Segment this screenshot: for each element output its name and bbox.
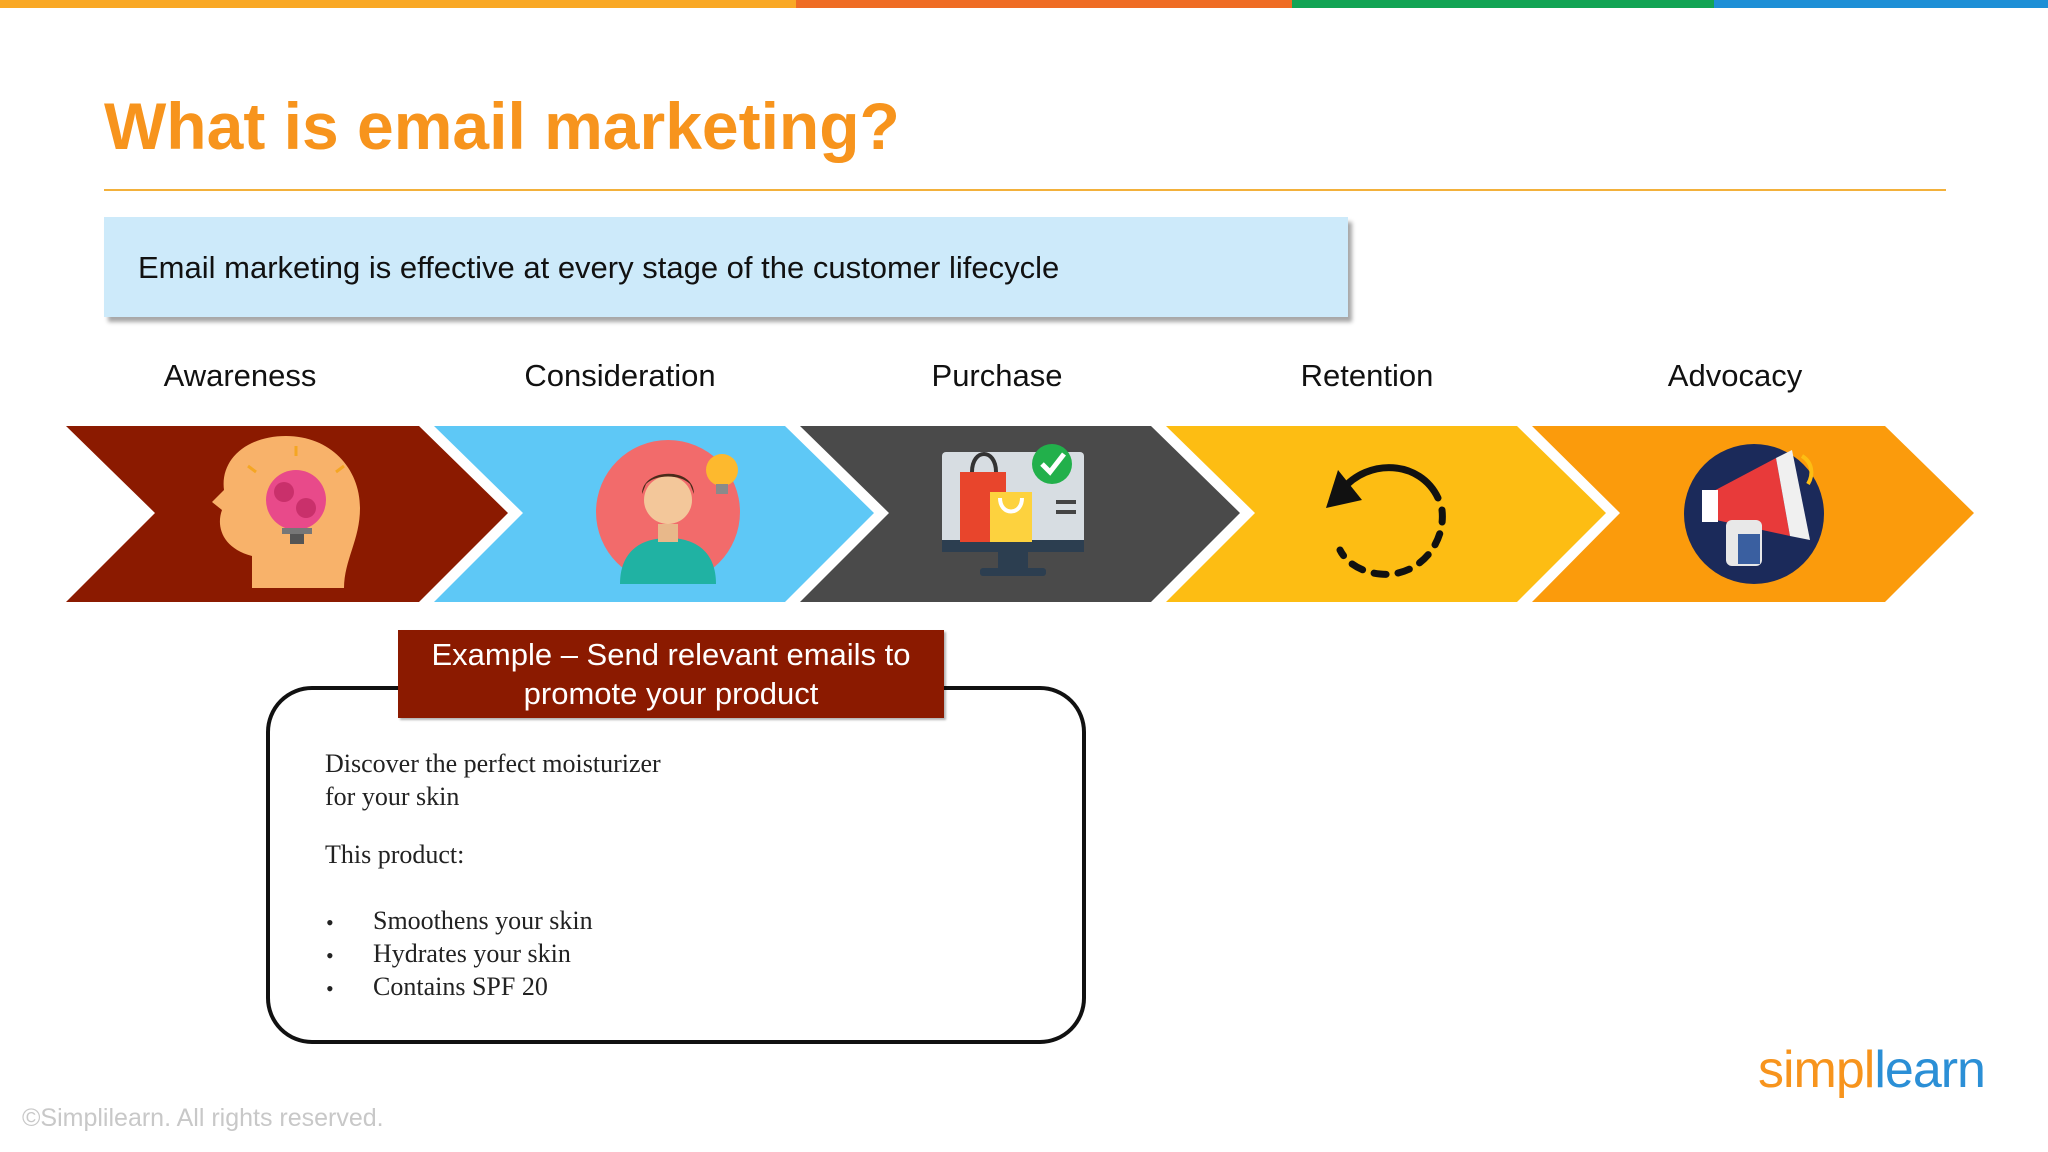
top-bar-segment-blue [1714, 0, 2048, 8]
circular-arrow-icon [1326, 464, 1446, 578]
example-intro: This product: [325, 840, 465, 869]
computer-shopping-icon [942, 444, 1084, 576]
person-idea-icon [596, 440, 740, 584]
example-headline-line-2: for your skin [325, 782, 460, 811]
logo-right: learn [1874, 1041, 1986, 1099]
copyright-text: ©Simplilearn. All rights reserved. [22, 1104, 384, 1132]
page-title: What is email marketing? [104, 89, 900, 163]
stage-label-retention: Retention [1300, 358, 1434, 393]
top-bar-segment-red [796, 0, 1292, 8]
example-tag: Example – Send relevant emails to promot… [398, 630, 944, 718]
example-bullet-2: Hydrates your skin [373, 939, 571, 968]
example-bullet-1: Smoothens your skin [373, 906, 593, 935]
logo-left: simpl [1758, 1041, 1875, 1099]
bullet-dot: • [326, 976, 334, 1001]
example-headline-line-1: Discover the perfect moisturizer [325, 749, 661, 778]
megaphone-icon [1684, 444, 1824, 584]
bullet-dot: • [326, 910, 334, 935]
top-bar-segment-green [1292, 0, 1714, 8]
bullet-dot: • [326, 943, 334, 968]
stage-label-consideration: Consideration [524, 358, 716, 393]
chevron-retention [1160, 426, 1615, 602]
stage-label-awareness: Awareness [163, 358, 317, 393]
stage-label-advocacy: Advocacy [1667, 358, 1803, 393]
simplilearn-logo: simpllearn [1758, 1040, 1986, 1100]
example-tag-line-2: promote your product [523, 676, 819, 711]
top-color-bar [0, 0, 2048, 8]
example-tag-line-1: Example – Send relevant emails to [431, 637, 911, 672]
example-email-card [266, 686, 1086, 1044]
title-divider [104, 189, 1946, 191]
lead-text: Email marketing is effective at every st… [138, 250, 1060, 285]
brain-head-icon [212, 436, 360, 588]
example-bullet-3: Contains SPF 20 [373, 972, 548, 1001]
stage-label-purchase: Purchase [931, 358, 1063, 393]
lead-callout: Email marketing is effective at every st… [104, 217, 1348, 317]
top-bar-segment-orange [0, 0, 796, 8]
